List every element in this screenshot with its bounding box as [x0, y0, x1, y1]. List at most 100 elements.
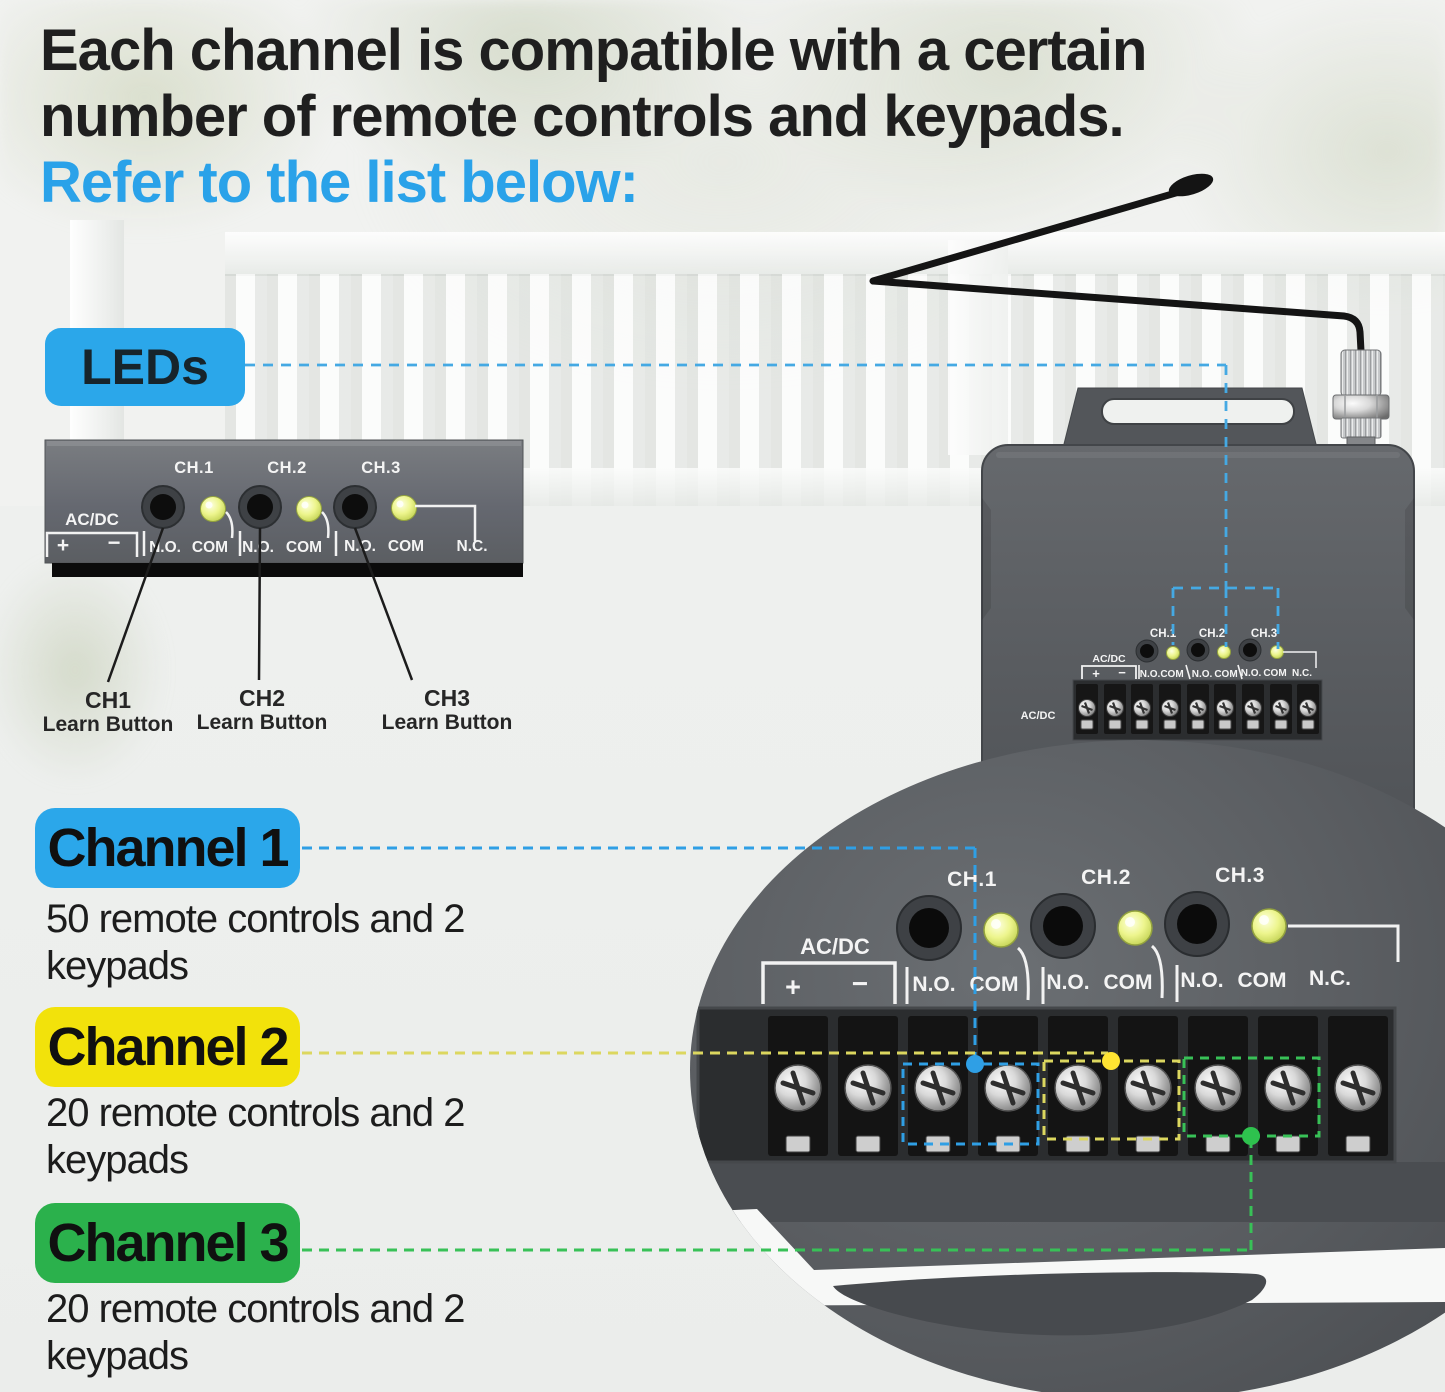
device-com1-label: COM [1160, 669, 1183, 680]
device-acdc-bracket [1081, 665, 1137, 679]
channel3-dashed-line [302, 1140, 1253, 1252]
background-pillar-mid [948, 240, 1008, 455]
heading-line-3: Refer to the list below: [40, 150, 639, 215]
mag-nc-bracket [1288, 924, 1400, 962]
closeup-ch3-learn-button [333, 485, 377, 529]
closeup-no3-label: N.O. [344, 538, 376, 555]
channel-2-desc-line2: keypads [46, 1138, 189, 1182]
mag-com3-label: COM [1238, 969, 1287, 992]
mag-ch1-label: CH.1 [947, 868, 997, 891]
closeup-dividers [225, 511, 338, 556]
page-title: Each channel is compatible with a certai… [40, 18, 1147, 216]
closeup-ch2-led-icon [296, 496, 322, 522]
closeup-panel-shadow-strip [52, 563, 523, 577]
channel-1-description: 50 remote controls and 2 keypads [46, 896, 465, 990]
antenna [869, 173, 1365, 355]
device-ch3-label: CH.3 [1251, 628, 1277, 640]
leds-badge-label: LEDs [81, 339, 209, 395]
closeup-ch1-label: CH.1 [174, 459, 214, 477]
heading-line-2: number of remote controls and keypads. [40, 84, 1125, 149]
callout-ch2-learn-button: CH2 Learn Button [172, 686, 352, 735]
callout-ch3-title: CH3 [423, 685, 470, 711]
device-no1-label: N.O. [1140, 669, 1161, 680]
device-nc-label: N.C. [1292, 668, 1312, 679]
channel-2-desc-line1: 20 remote controls and 2 [46, 1091, 465, 1135]
antenna-connector [1332, 349, 1390, 448]
callout-leader-lines [106, 527, 414, 683]
leds-connector-dashed-line [245, 363, 1280, 649]
magnifier-circle: CH.1 CH.2 CH.3 AC/DC + − N.O. COM N.O. C… [690, 740, 1445, 1392]
channel-1-desc-line1: 50 remote controls and 2 [46, 897, 465, 941]
mag-led-icons [983, 908, 1287, 948]
closeup-ch2-label: CH.2 [267, 459, 307, 477]
channel-2-label: Channel 2 [47, 1017, 289, 1077]
closeup-com1-label: COM [192, 539, 228, 556]
mag-com2-label: COM [1104, 971, 1153, 994]
mag-ch3-label: CH.3 [1215, 864, 1265, 887]
device-no3-label: N.O. [1241, 668, 1262, 679]
channel-1-label: Channel 1 [47, 818, 289, 878]
mag-minus-label: − [852, 968, 868, 999]
device-com2-label: COM [1214, 669, 1237, 680]
mag-dividers [905, 944, 1179, 1004]
device-dividers [1138, 664, 1243, 680]
heading-line-1: Each channel is compatible with a certai… [40, 18, 1147, 83]
device-com3-label: COM [1263, 668, 1286, 679]
magnifier-device-bottom [690, 1162, 1445, 1222]
mag-ch2-label: CH.2 [1081, 866, 1131, 889]
connector-overlays [245, 363, 1321, 1252]
mag-com1-label: COM [970, 973, 1019, 996]
device-led-icons [1166, 645, 1284, 660]
magnifier-bottom-shadow [833, 1272, 1267, 1336]
closeup-ch3-led-icon [391, 495, 417, 521]
channel1-dashed-line [302, 846, 977, 1060]
callout-ch3-learn-button: CH3 Learn Button [357, 686, 537, 735]
closeup-acdc-bracket [45, 531, 146, 557]
callout-ch2-subtitle: Learn Button [196, 711, 328, 734]
device-acdc-label: AC/DC [1092, 653, 1126, 665]
device-ch2-label: CH.2 [1199, 628, 1225, 640]
mag-no3-label: N.O. [1180, 969, 1223, 992]
callout-ch1-title: CH1 [84, 687, 131, 713]
closeup-no2-label: N.O. [242, 539, 274, 556]
channel-2-badge: Channel 2 [35, 1007, 300, 1087]
mag-no1-label: N.O. [912, 973, 955, 996]
callout-ch2-title: CH2 [238, 685, 285, 711]
channel-3-desc-line1: 20 remote controls and 2 [46, 1287, 465, 1331]
closeup-acdc-label: AC/DC [65, 510, 119, 529]
mag-acdc-bracket [761, 961, 897, 1004]
device-nc-bracket [1283, 651, 1317, 668]
closeup-com3-label: COM [388, 538, 424, 555]
background-plants [0, 555, 165, 785]
mag-terminal-block [696, 1006, 1397, 1164]
mag-no2-label: N.O. [1046, 971, 1089, 994]
device-notch-left [982, 498, 991, 620]
callout-ch1-subtitle: Learn Button [42, 713, 174, 736]
device-terminal-block [1072, 679, 1323, 741]
closeup-ch3-label: CH.3 [361, 459, 401, 477]
channel-3-desc-line2: keypads [46, 1334, 189, 1378]
device-minus-label: − [1118, 665, 1126, 680]
device-body-highlight [996, 452, 1400, 458]
closeup-ch1-led-icon [200, 496, 226, 522]
leds-badge: LEDs [45, 328, 245, 406]
channel1-dot-icon [966, 1055, 984, 1073]
channel-1-badge: Channel 1 [35, 808, 300, 888]
channel2-dot-icon [1102, 1052, 1120, 1070]
mag-nc-label: N.C. [1309, 967, 1351, 990]
device-notch-right [1405, 498, 1414, 620]
callout-ch3-subtitle: Learn Button [381, 711, 513, 734]
device-learn-buttons [1135, 638, 1262, 663]
callout-ch1-learn-button: CH1 Learn Button [18, 688, 198, 737]
closeup-nc-label: N.C. [457, 538, 488, 555]
closeup-plus-label: + [57, 534, 69, 557]
channel3-dot-icon [1242, 1127, 1260, 1145]
closeup-nc-bracket [415, 504, 477, 541]
channel-3-label: Channel 3 [47, 1213, 289, 1273]
closeup-ch2-learn-button [238, 485, 282, 529]
device-acdc-side-label: AC/DC [1021, 710, 1056, 722]
closeup-panel-highlight [47, 441, 521, 446]
closeup-minus-label: − [108, 530, 121, 555]
